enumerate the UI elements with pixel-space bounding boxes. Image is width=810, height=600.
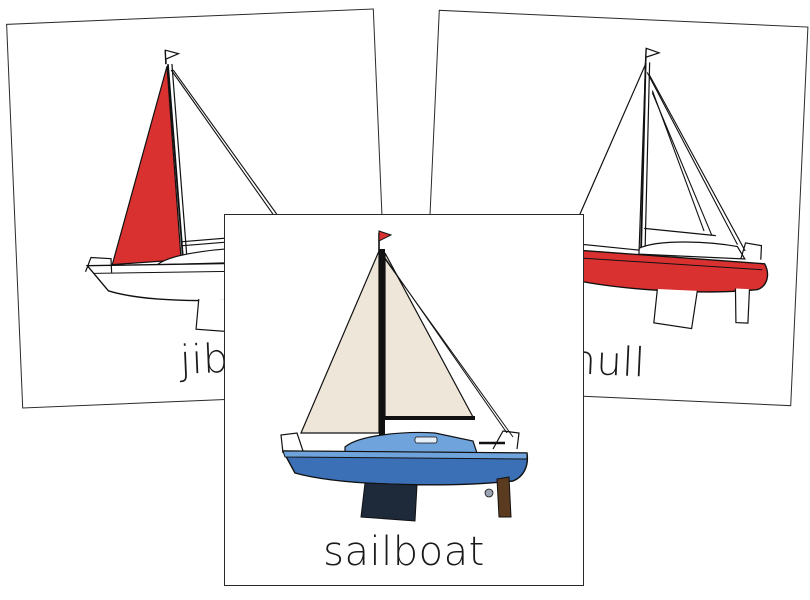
cabin [344,431,478,454]
sailboat-color-illustration [280,230,529,522]
sailboat-hull-illustration [548,47,769,330]
flag [378,230,393,242]
jib-sail [300,250,380,434]
hull [281,450,529,486]
card-label: sailboat [323,529,485,575]
hull-card[interactable]: hull [421,9,809,407]
jib-sail [111,66,182,266]
rudder [496,476,512,518]
hull-body [548,247,769,293]
sailboat-card[interactable]: sailboat [224,214,584,586]
keel [360,482,418,522]
